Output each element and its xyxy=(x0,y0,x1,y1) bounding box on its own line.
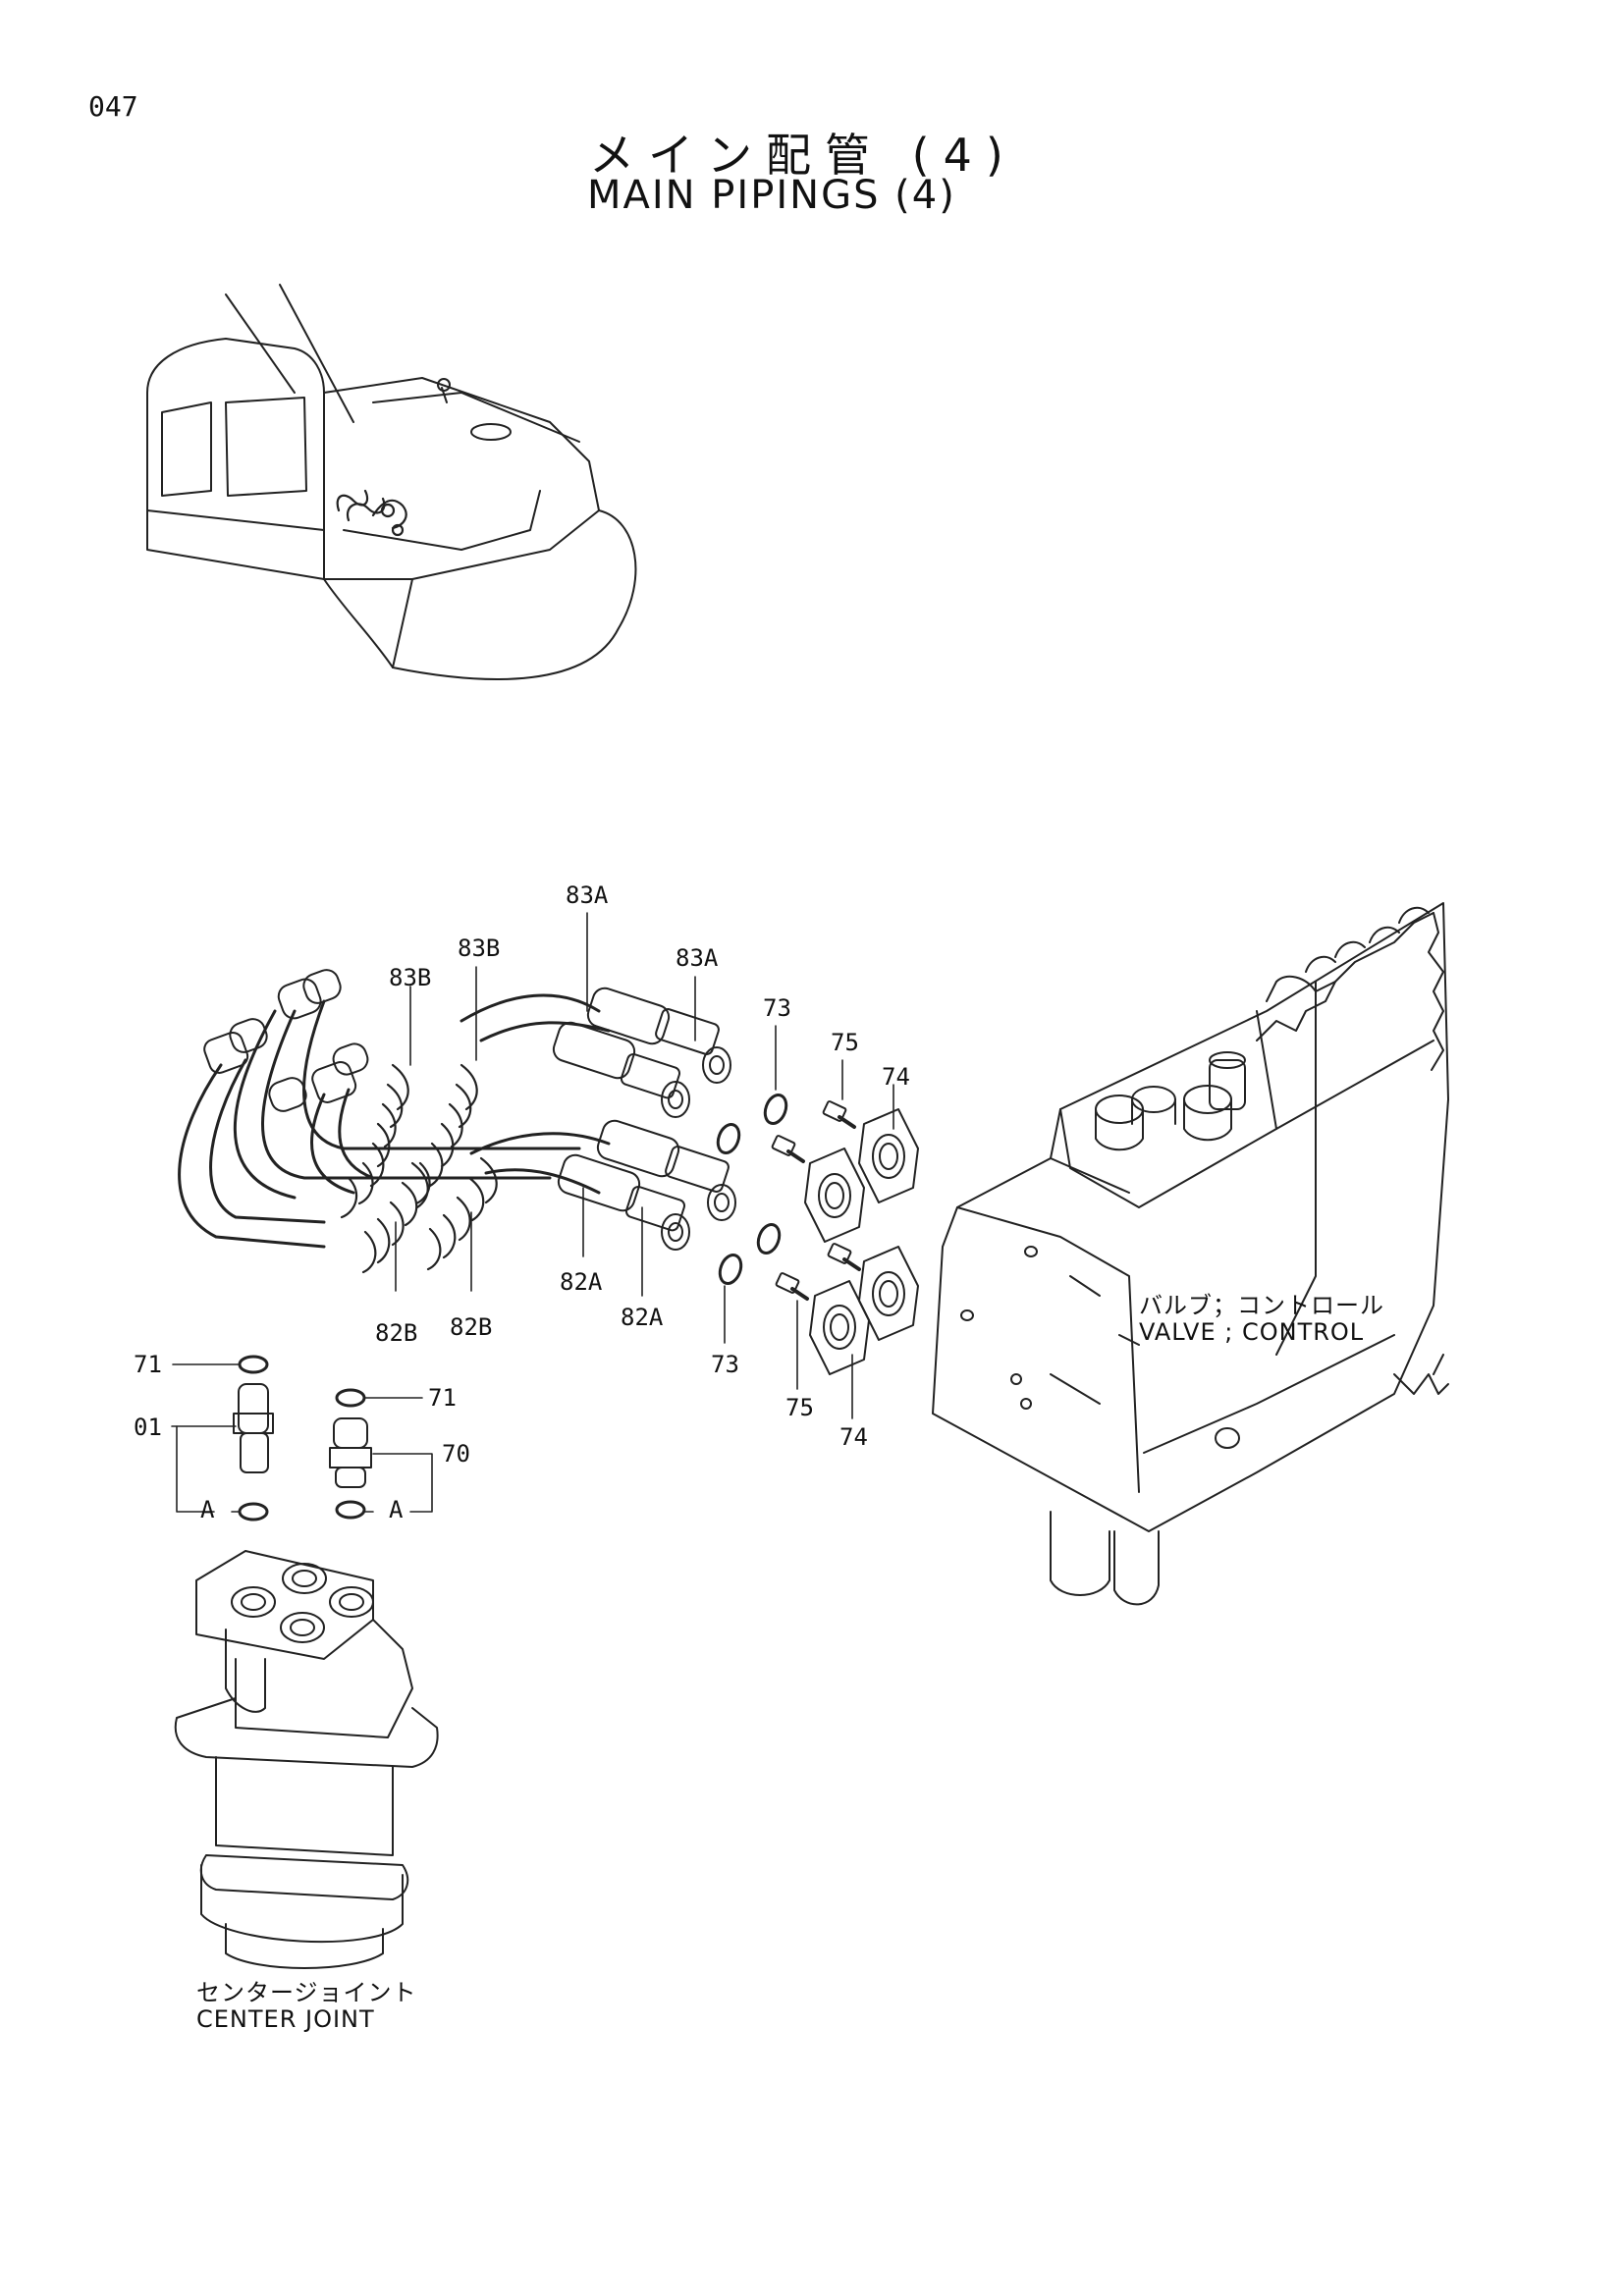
callout-75-lower: 75 xyxy=(785,1394,814,1421)
adapters-01-70-71 xyxy=(234,1357,371,1520)
leader-lines xyxy=(172,913,893,1512)
callout-83b-left: 83B xyxy=(389,964,432,991)
bolts-75 xyxy=(772,1100,859,1299)
o-rings-73 xyxy=(714,1092,789,1286)
callout-a-right: A xyxy=(389,1496,404,1523)
callout-74-upper: 74 xyxy=(882,1063,910,1091)
center-joint-body xyxy=(176,1551,438,1968)
callout-73-lower: 73 xyxy=(711,1351,739,1378)
callout-a-left: A xyxy=(200,1496,215,1523)
callout-74-lower: 74 xyxy=(839,1423,868,1451)
callout-70: 70 xyxy=(442,1440,470,1468)
callout-83a-upper: 83A xyxy=(566,881,609,909)
caption-joint-english: CENTER JOINT xyxy=(196,2005,375,2033)
callout-83a-right: 83A xyxy=(676,944,719,972)
callout-83b-right: 83B xyxy=(458,934,501,962)
callout-82a-left: 82A xyxy=(560,1268,603,1296)
excavator-overview-illustration xyxy=(147,285,635,679)
title-english: MAIN PIPINGS (4) xyxy=(587,173,956,218)
callout-71-right: 71 xyxy=(428,1384,457,1412)
caption-valve-japanese: バルブ；コントロール xyxy=(1139,1292,1384,1319)
callout-01: 01 xyxy=(134,1414,162,1441)
control-valve-body xyxy=(933,903,1448,1604)
callout-82b-right: 82B xyxy=(450,1313,493,1341)
callout-75-upper: 75 xyxy=(831,1029,859,1056)
callout-71-left: 71 xyxy=(134,1351,162,1378)
callout-82b-left: 82B xyxy=(375,1319,418,1347)
title-japanese: メイン配管 (4) xyxy=(589,129,1017,182)
caption-joint-japanese: センタージョイント xyxy=(196,1979,417,2006)
hose-assembly-82-83 xyxy=(180,967,735,1272)
callout-73-upper: 73 xyxy=(763,994,791,1022)
callout-82a-right: 82A xyxy=(621,1304,664,1331)
page-number: 047 xyxy=(88,90,138,123)
caption-valve-english: VALVE ; CONTROL xyxy=(1139,1318,1365,1346)
flanges-74 xyxy=(805,1109,918,1374)
